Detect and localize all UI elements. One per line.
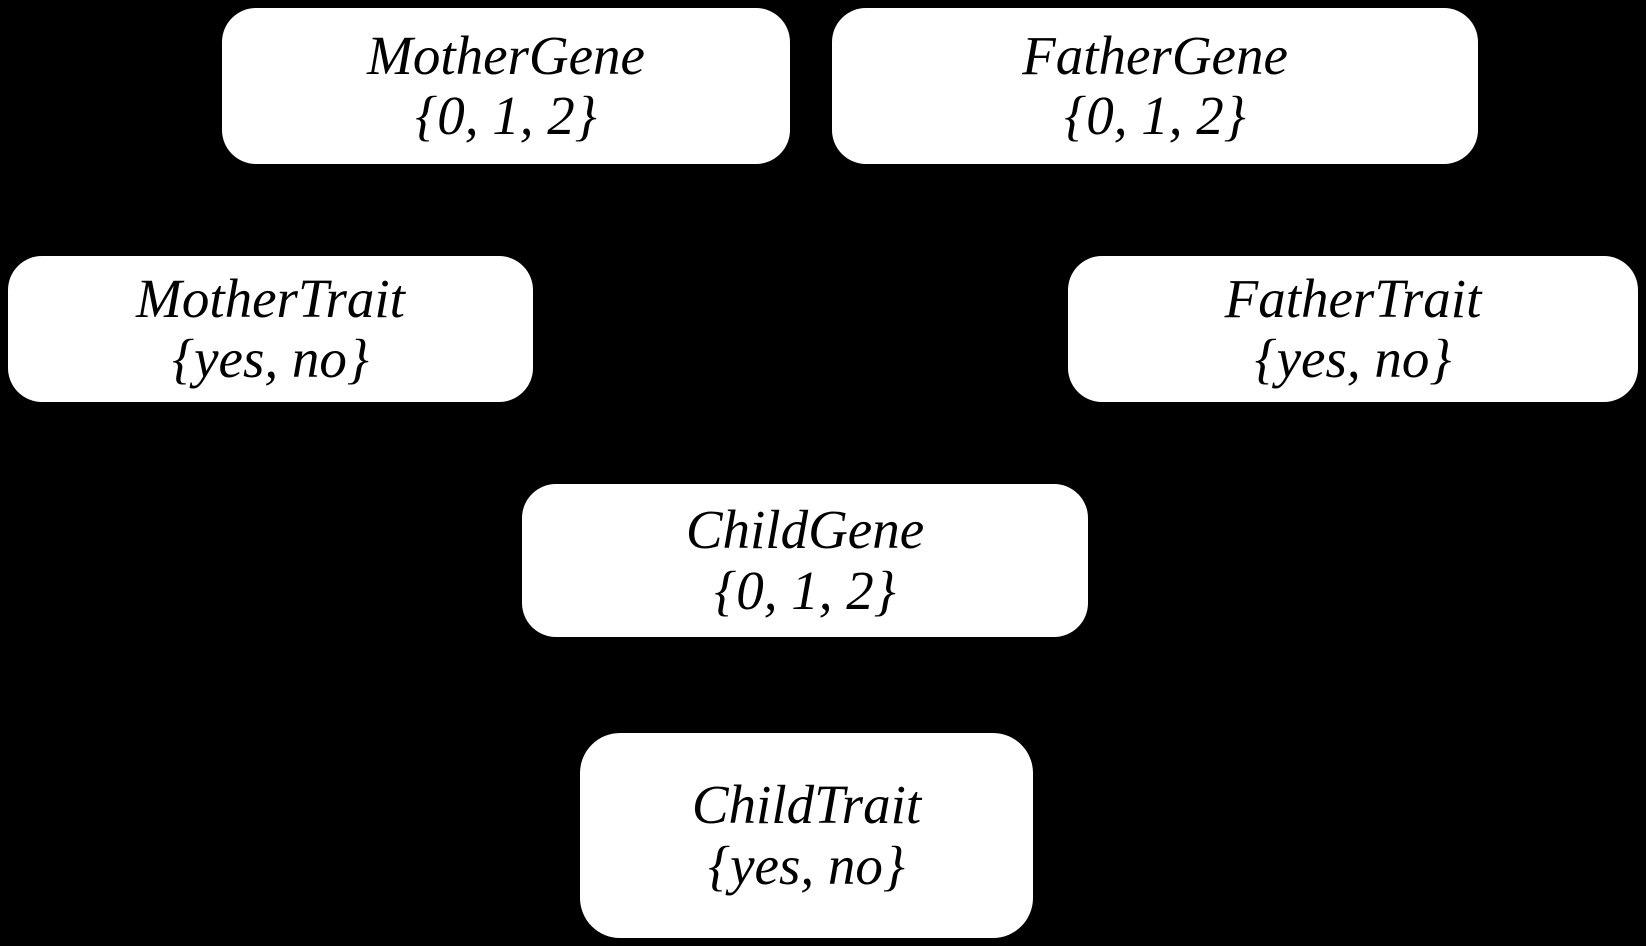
node-mother-trait-label: MotherTrait	[136, 267, 405, 329]
node-child-trait-domain: {yes, no}	[708, 834, 905, 896]
node-father-gene[interactable]: FatherGene {0, 1, 2}	[832, 8, 1478, 164]
node-mother-gene-domain: {0, 1, 2}	[415, 85, 597, 146]
node-child-gene-domain: {0, 1, 2}	[714, 559, 896, 621]
node-child-trait-label: ChildTrait	[691, 774, 922, 836]
node-father-trait-domain: {yes, no}	[1254, 328, 1452, 389]
node-father-trait-label: FatherTrait	[1224, 267, 1482, 329]
node-mother-gene-label: MotherGene	[367, 24, 645, 86]
node-child-gene[interactable]: ChildGene {0, 1, 2}	[522, 484, 1088, 637]
node-child-trait[interactable]: ChildTrait {yes, no}	[580, 733, 1033, 938]
node-mother-trait[interactable]: MotherTrait {yes, no}	[8, 256, 533, 402]
node-father-gene-domain: {0, 1, 2}	[1064, 85, 1246, 146]
node-mother-trait-domain: {yes, no}	[172, 328, 369, 389]
node-father-gene-label: FatherGene	[1022, 24, 1288, 86]
node-child-gene-label: ChildGene	[685, 499, 925, 561]
node-father-trait[interactable]: FatherTrait {yes, no}	[1068, 256, 1638, 402]
node-mother-gene[interactable]: MotherGene {0, 1, 2}	[222, 8, 790, 164]
